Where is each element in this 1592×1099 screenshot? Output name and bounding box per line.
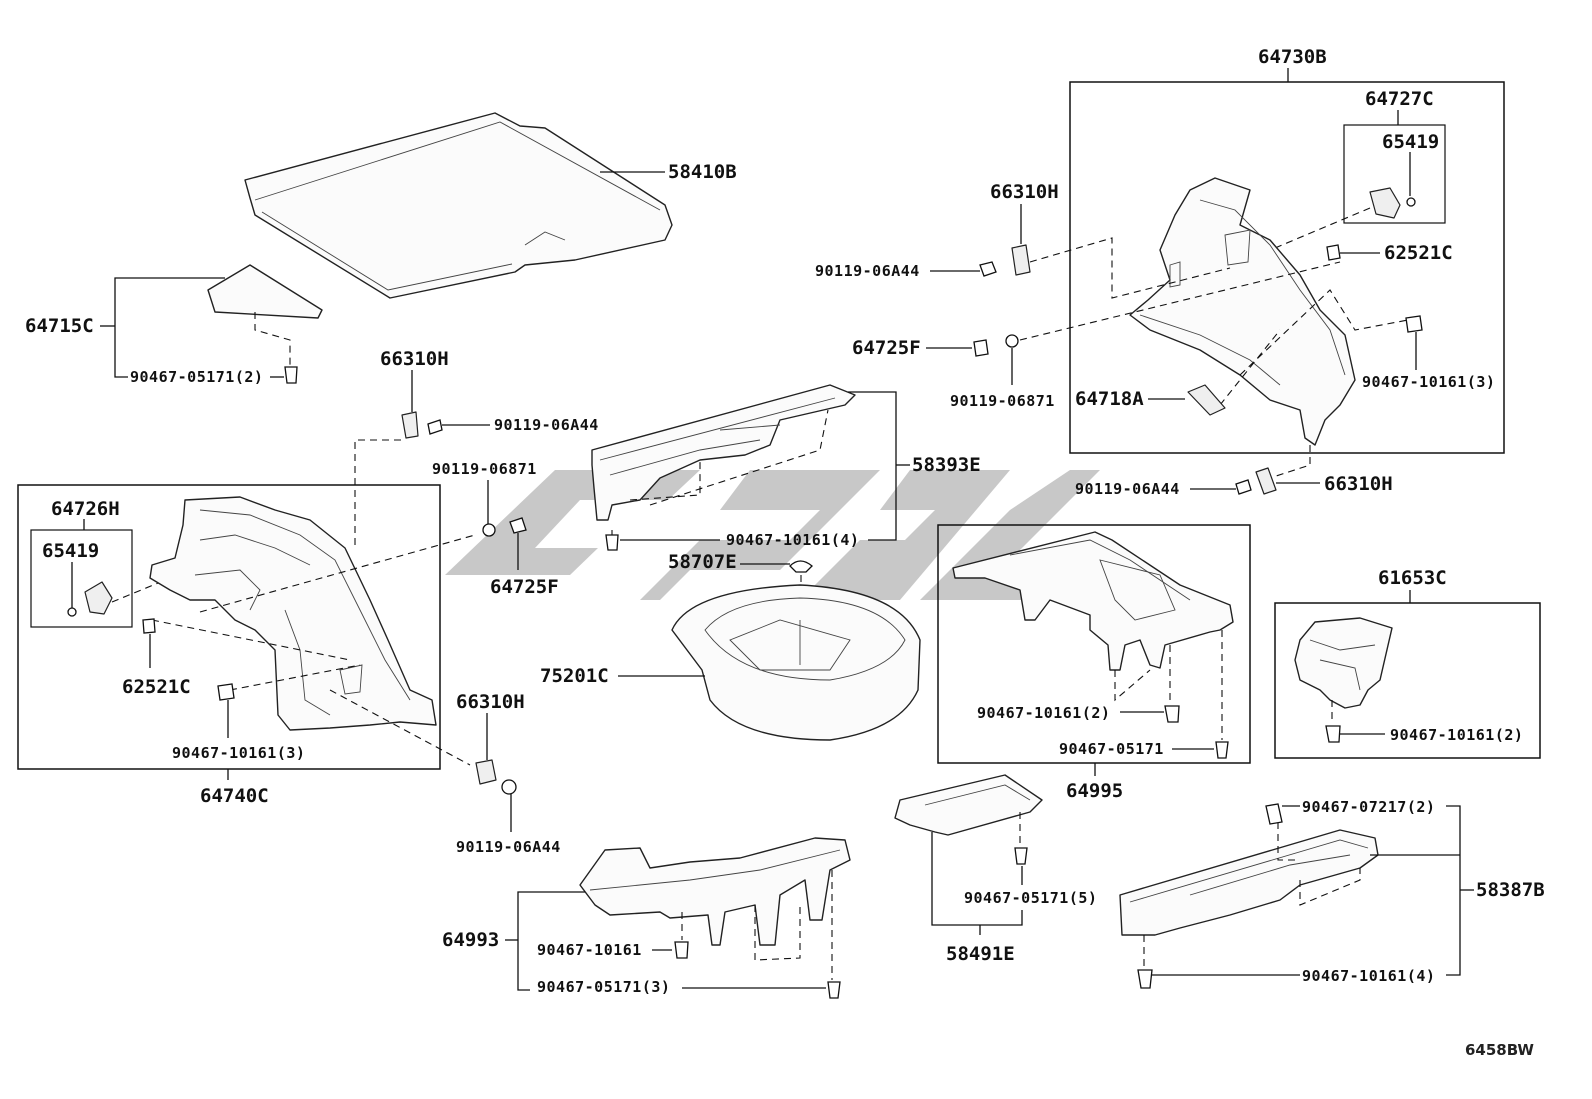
clip-icon [1137, 969, 1153, 989]
group-box-64740C [17, 484, 441, 770]
label-90119-06871-a: 90119-06871 [432, 460, 537, 478]
part-64740C-trim-panel[interactable] [149, 496, 437, 731]
label-64718A: 64718A [1075, 388, 1144, 410]
label-90467-10161-4-b: 90467-10161(4) [1302, 967, 1435, 985]
clip-icon [674, 941, 689, 959]
label-66310H-c: 66310H [990, 181, 1059, 203]
clip-icon [1164, 705, 1180, 723]
bracket-icon [84, 581, 113, 615]
label-58410B: 58410B [668, 161, 737, 183]
label-58491E: 58491E [946, 943, 1015, 965]
label-64727C: 64727C [1365, 88, 1434, 110]
label-90119-06A44-a: 90119-06A44 [494, 416, 599, 434]
group-box-61653C [1274, 602, 1541, 759]
label-90467-07217-2: 90467-07217(2) [1302, 798, 1435, 816]
label-62521C-left: 62521C [122, 676, 191, 698]
label-90467-10161-3-left: 90467-10161(3) [172, 744, 305, 762]
bolt-icon [501, 779, 517, 795]
label-90467-10161-2-a: 90467-10161(2) [977, 704, 1110, 722]
label-90467-05171-single: 90467-05171 [1059, 740, 1164, 758]
clip-icon [1405, 315, 1423, 333]
bolt-icon [482, 523, 496, 537]
label-65419-left: 65419 [42, 540, 99, 562]
clip-66310H-icon [475, 759, 497, 785]
clip-icon [827, 981, 841, 999]
clip-62521C-icon [142, 618, 156, 634]
figure-code: 6458BW [1465, 1041, 1534, 1059]
clip-icon [1265, 803, 1283, 825]
vent-icon [1187, 384, 1226, 416]
group-box-64727C [1343, 124, 1446, 224]
grommet-icon [973, 339, 989, 357]
grommet-icon [509, 517, 527, 534]
part-58393E-sill-plate[interactable] [591, 384, 856, 521]
clip-66310H-icon [401, 411, 419, 439]
label-90467-05171-5: 90467-05171(5) [964, 889, 1097, 907]
label-64725F-a: 64725F [490, 576, 559, 598]
bolt-icon [979, 261, 997, 277]
screw-icon [67, 607, 77, 617]
bolt-icon [427, 419, 443, 435]
bolt-icon [1005, 334, 1019, 348]
part-64715C-cover[interactable] [207, 264, 323, 384]
label-66310H-a: 66310H [380, 348, 449, 370]
group-box-64730B [1069, 81, 1505, 454]
label-58387B: 58387B [1476, 879, 1545, 901]
label-62521C-right: 62521C [1384, 242, 1453, 264]
clip-icon [284, 366, 298, 384]
label-65419-right: 65419 [1382, 131, 1439, 153]
label-90119-06A44-b: 90119-06A44 [456, 838, 561, 856]
label-64993: 64993 [442, 929, 499, 951]
label-90467-05171-2: 90467-05171(2) [130, 368, 263, 386]
clip-66310H-icon [1011, 244, 1031, 276]
label-64740C: 64740C [200, 785, 269, 807]
label-61653C: 61653C [1378, 567, 1447, 589]
bolt-icon [1235, 479, 1252, 495]
clip-icon [1014, 847, 1028, 865]
part-64730B-trim-panel[interactable] [1129, 177, 1356, 446]
label-64730B: 64730B [1258, 46, 1327, 68]
part-58491E-cover[interactable] [894, 774, 1043, 836]
part-58410B-deck-board[interactable] [244, 112, 673, 299]
label-64725F-b: 64725F [852, 337, 921, 359]
label-66310H-d: 66310H [1324, 473, 1393, 495]
label-90467-10161-4-a: 90467-10161(4) [726, 531, 859, 549]
label-75201C: 75201C [540, 665, 609, 687]
label-64715C: 64715C [25, 315, 94, 337]
clip-90467-10161-icon [217, 683, 235, 701]
bracket-icon [1369, 187, 1401, 219]
label-90467-10161-2-b: 90467-10161(2) [1390, 726, 1523, 744]
plug-icon [789, 560, 813, 573]
label-58393E: 58393E [912, 454, 981, 476]
label-90119-06A44-c: 90119-06A44 [815, 262, 920, 280]
part-61653C-bracket[interactable] [1294, 617, 1393, 709]
label-64995: 64995 [1066, 780, 1123, 802]
label-90119-06871-b: 90119-06871 [950, 392, 1055, 410]
clip-icon [1215, 741, 1229, 759]
clip-icon [1325, 725, 1341, 743]
label-90467-05171-3: 90467-05171(3) [537, 978, 670, 996]
label-58707E: 58707E [668, 551, 737, 573]
part-75201C-spare-tire-tray[interactable] [671, 584, 921, 741]
label-90467-10161-3-right: 90467-10161(3) [1362, 373, 1495, 391]
label-64726H: 64726H [51, 498, 120, 520]
clip-icon [605, 534, 619, 551]
group-box-64726H [30, 529, 133, 628]
clip-62521C-icon [1326, 244, 1341, 261]
screw-icon [1406, 197, 1416, 207]
clip-66310H-icon [1255, 467, 1277, 495]
part-64995-bracket[interactable] [952, 531, 1234, 671]
group-box-64995 [937, 524, 1251, 764]
part-64993-bracket[interactable] [579, 837, 851, 946]
label-66310H-b: 66310H [456, 691, 525, 713]
label-90467-10161-c: 90467-10161 [537, 941, 642, 959]
label-90119-06A44-d: 90119-06A44 [1075, 480, 1180, 498]
part-58387B-sill-plate[interactable] [1119, 829, 1379, 936]
